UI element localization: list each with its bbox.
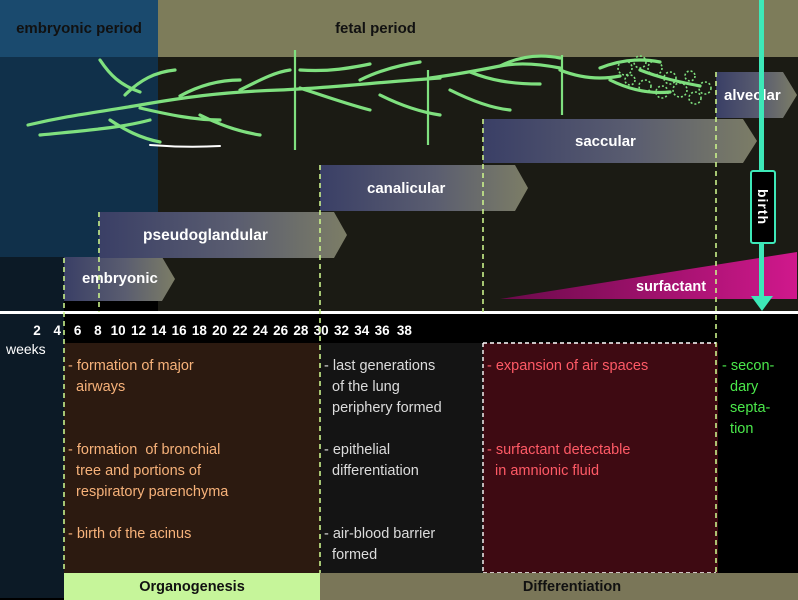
week-tick-label: 4 [53, 323, 62, 338]
weeks-axis-line [0, 311, 798, 314]
stage-arrow-canalicular [320, 165, 528, 211]
birth-arrowhead [751, 296, 773, 311]
surfactant-label: surfactant [636, 279, 707, 295]
stage-label-pseudoglandular: pseudoglandular [143, 227, 268, 244]
stage-arrow-saccular [483, 119, 757, 163]
stage-arrows [64, 72, 797, 301]
week-tick-label: 12 [130, 323, 147, 338]
week-tick-label: 6 [73, 323, 82, 338]
week-tick-label: 8 [94, 323, 102, 338]
alveolar-events: - secon- dary septa- tion [722, 358, 775, 437]
week-tick-label: 30 [313, 323, 329, 338]
embryonic-period-label: embryonic period [16, 20, 142, 37]
week-tick-label: 24 [252, 323, 268, 338]
birth-line [759, 0, 764, 305]
stage-label-saccular: saccular [575, 133, 636, 150]
fetal-period-band: fetal period [158, 0, 798, 57]
airway-tree-illustration [26, 50, 712, 150]
canalicular-panel [320, 343, 483, 573]
week-tick-label: 32 [333, 323, 350, 338]
week-tick-label: 16 [171, 323, 187, 338]
week-tick-label: 36 [374, 323, 390, 338]
differentiation-footer: Differentiation [320, 573, 798, 600]
saccular-events: - expansion of air spaces - surfactant d… [487, 358, 649, 479]
birth-label-box: birth [750, 170, 776, 244]
canalicular-events: - last generations of the lung periphery… [324, 358, 442, 563]
stage-label-canalicular: canalicular [367, 180, 446, 197]
surfactant-wedge [500, 252, 797, 299]
saccular-panel [483, 343, 718, 573]
week-tick-label: 14 [151, 323, 167, 338]
organogenesis-footer: Organogenesis [64, 573, 320, 600]
week-tick-label: 10 [110, 323, 126, 338]
week-tick-label: 28 [293, 323, 309, 338]
organogenesis-events: - formation of major airways - formation… [68, 358, 229, 542]
stage-label-alveolar: alveolar [724, 87, 781, 104]
stage-label-embryonic: embryonic [82, 270, 158, 287]
organogenesis-label: Organogenesis [139, 578, 245, 595]
week-tick-label: 2 [33, 323, 41, 338]
week-tick-label: 18 [191, 323, 207, 338]
fetal-period-label: fetal period [335, 20, 416, 37]
stage-arrow-pseudoglandular [99, 212, 347, 258]
week-tick-label: 20 [212, 323, 228, 338]
week-tick-label: 22 [232, 323, 248, 338]
stage-arrow-embryonic [64, 257, 175, 301]
differentiation-label: Differentiation [522, 578, 622, 595]
embryonic-period-band: embryonic period [0, 0, 158, 57]
stage-arrow-alveolar [716, 72, 797, 118]
week-tick-label: 26 [273, 323, 289, 338]
week-tick-label: 38 [396, 323, 412, 338]
week-tick-label: 34 [354, 323, 370, 338]
organogenesis-panel [64, 343, 320, 573]
weeks-unit-label: weeks [6, 341, 46, 357]
